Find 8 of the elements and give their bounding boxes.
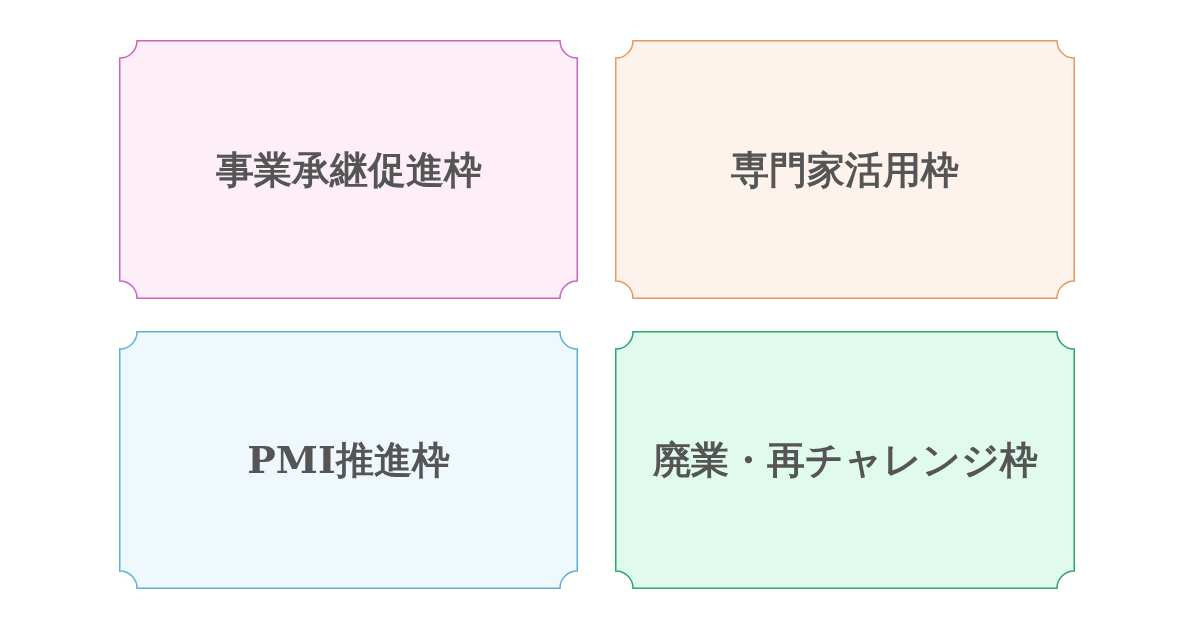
card-title: 専門家活用枠: [731, 146, 959, 193]
card-title: PMI推進枠: [247, 437, 450, 483]
card-title: 事業承継促進枠: [215, 146, 482, 193]
notched-card: [615, 331, 1075, 589]
notched-card: [615, 40, 1075, 299]
notched-card: [119, 331, 578, 589]
notched-card: [119, 40, 578, 299]
card-title: 廃業・再チャレンジ枠: [652, 437, 1038, 483]
